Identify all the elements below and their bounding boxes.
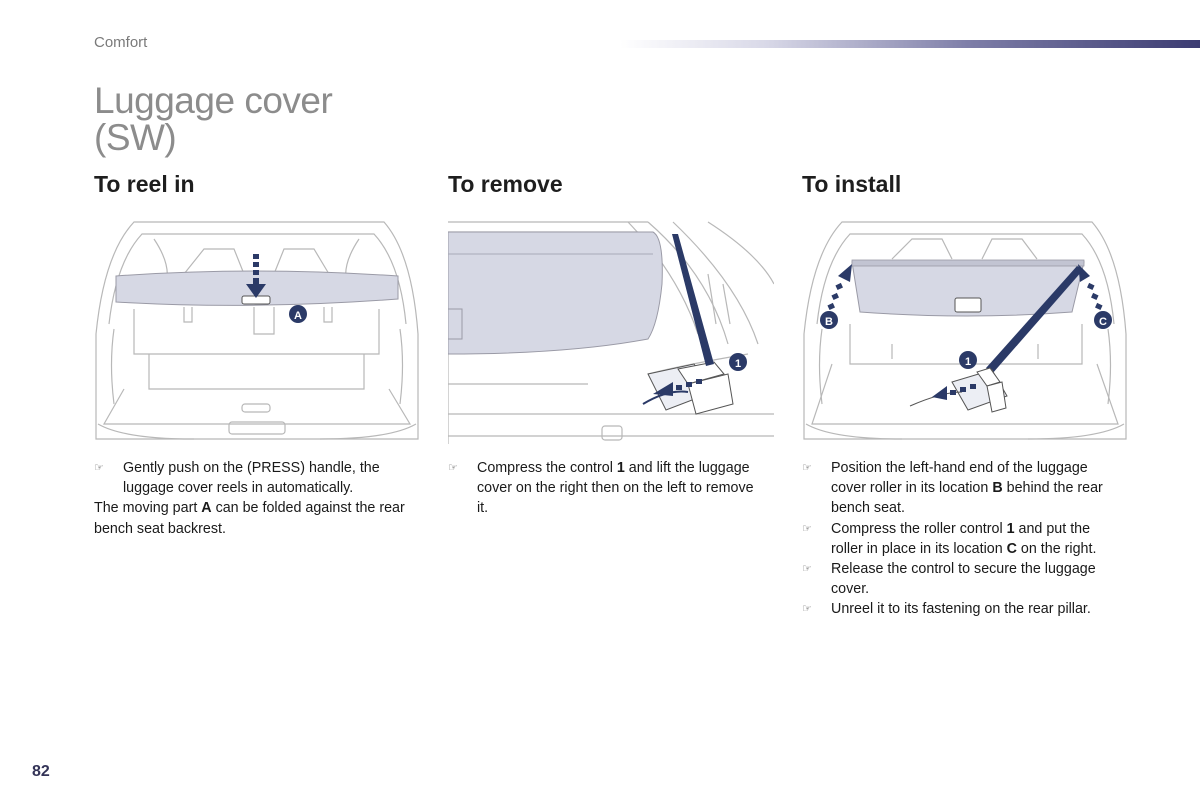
pointing-hand-icon: ☞ (448, 462, 458, 474)
heading-remove: To remove (448, 171, 563, 197)
install-bullet-2: ☞ Compress the roller control 1 and put … (802, 520, 1097, 557)
column-reel-in: To reel in A ☞ (94, 170, 424, 537)
column-remove: To remove 1 ☞ Compress the c (448, 170, 778, 516)
callout-a-label: A (294, 310, 302, 322)
install-illustration: B C 1 (803, 221, 1127, 440)
callout-1-label: 1 (965, 356, 971, 368)
reel-in-text: ☞ Gently push on the (PRESS) handle, the… (94, 458, 414, 539)
callout-1-label: 1 (735, 358, 741, 370)
column-install: To install (802, 170, 1132, 617)
page-title: Luggage cover (SW) (94, 82, 414, 156)
remove-text: ☞ Compress the control 1 and lift the lu… (448, 458, 768, 519)
pointing-hand-icon: ☞ (802, 522, 812, 535)
install-bullet-3: ☞ Release the control to secure the lugg… (802, 561, 1096, 598)
heading-install: To install (802, 171, 902, 197)
install-bullet-4: ☞ Unreel it to its fastening on the rear… (802, 599, 1122, 619)
page-title-line1: Luggage cover (94, 80, 333, 121)
section-label: Comfort (94, 34, 148, 51)
callout-a-marker (289, 305, 307, 323)
callout-1-marker (729, 353, 747, 371)
callout-b-marker (820, 311, 838, 329)
pointing-hand-icon: ☞ (802, 603, 812, 616)
header-gradient-bar (620, 40, 1200, 48)
callout-1-marker (959, 351, 977, 369)
pointing-hand-icon: ☞ (802, 462, 812, 474)
install-text: ☞ Position the left-hand end of the lugg… (802, 458, 1122, 620)
callout-c-label: C (1099, 316, 1107, 328)
remove-illustration: 1 (448, 221, 774, 444)
page-title-line2: (SW) (94, 117, 177, 158)
remove-bullet-1: ☞ Compress the control 1 and lift the lu… (448, 460, 754, 517)
reel-in-note: The moving part A can be folded against … (94, 500, 405, 537)
pointing-hand-icon: ☞ (802, 563, 812, 576)
reel-in-bullet-1: ☞ Gently push on the (PRESS) handle, the… (94, 460, 380, 497)
reel-in-illustration: A (95, 221, 419, 440)
heading-reel-in: To reel in (94, 171, 195, 197)
pointing-hand-icon: ☞ (94, 462, 104, 474)
install-bullet-1: ☞ Position the left-hand end of the lugg… (802, 460, 1103, 517)
callout-c-marker (1094, 311, 1112, 329)
callout-b-label: B (825, 316, 833, 328)
page-number: 82 (32, 763, 50, 780)
